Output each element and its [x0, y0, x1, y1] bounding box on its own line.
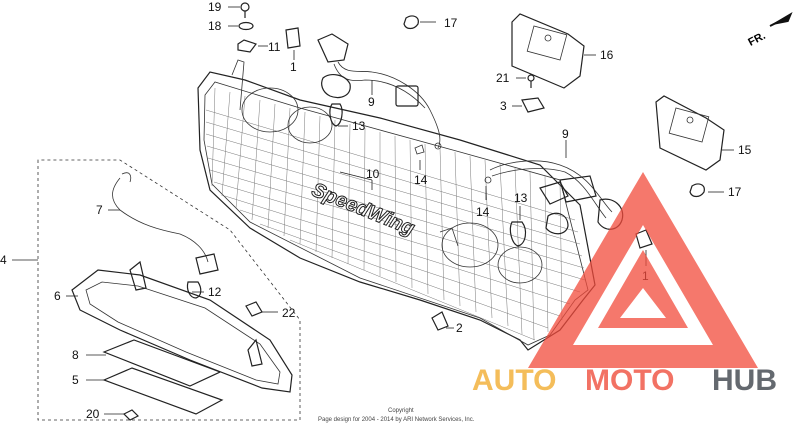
copyright-line-1: Copyright: [388, 408, 414, 414]
small-fasteners-top: [237, 2, 705, 198]
brand-moto: MOTO: [585, 364, 674, 397]
license-light-assembly: [37, 159, 301, 421]
lower-socket-harness: [484, 160, 653, 249]
automotohub-logo-triangle: [528, 172, 758, 368]
part-label: 14: [414, 173, 428, 187]
part-label: 5: [72, 373, 79, 387]
part-label: 6: [54, 289, 61, 303]
part-label: 17: [444, 16, 458, 30]
part-label: 16: [600, 48, 614, 62]
part-label: 8: [72, 348, 79, 362]
warning-triangle-icon: [528, 172, 758, 368]
part-label: 19: [208, 0, 222, 14]
part-label: 9: [368, 95, 375, 109]
copyright-line-2: Page design for 2004 - 2014 by ARI Netwo…: [318, 417, 475, 423]
part-label: 3: [500, 99, 507, 113]
part-label: 7: [96, 203, 103, 217]
brand-hub: HUB: [712, 364, 777, 397]
mounting-bracket-16: [511, 13, 585, 89]
lens-script-logo: SpeedWing: [309, 179, 418, 240]
part-label: 1: [290, 60, 297, 74]
part-label: 20: [86, 407, 100, 421]
part-label: 11: [268, 40, 281, 54]
front-direction-arrow: FR.: [746, 11, 793, 49]
leader-lines: [12, 6, 734, 415]
part-label: 22: [282, 306, 296, 320]
mounting-bracket-15: [655, 95, 725, 171]
part-label: 10: [366, 167, 380, 181]
part-label: 2: [456, 321, 463, 335]
part-label: 13: [514, 191, 528, 205]
part-label: 12: [208, 285, 222, 299]
brand-auto: AUTO: [472, 364, 556, 397]
part-label: 14: [476, 205, 490, 219]
automotohub-wordmark: AUTO MOTO HUB: [472, 364, 777, 397]
part-label: 15: [738, 143, 752, 157]
clip-part-2: [431, 311, 449, 331]
part-label: 13: [352, 119, 366, 133]
copyright-notice: Copyright Page design for 2004 - 2014 by…: [318, 408, 475, 423]
part-label: 21: [496, 71, 510, 85]
part-label: 18: [208, 19, 222, 33]
upper-socket-harness: [285, 27, 442, 155]
part-label: 4: [0, 253, 7, 267]
part-label: 9: [562, 127, 569, 141]
part-label: 17: [728, 185, 742, 199]
lens-grid-pattern: [205, 87, 586, 341]
direction-label: FR.: [746, 30, 767, 49]
